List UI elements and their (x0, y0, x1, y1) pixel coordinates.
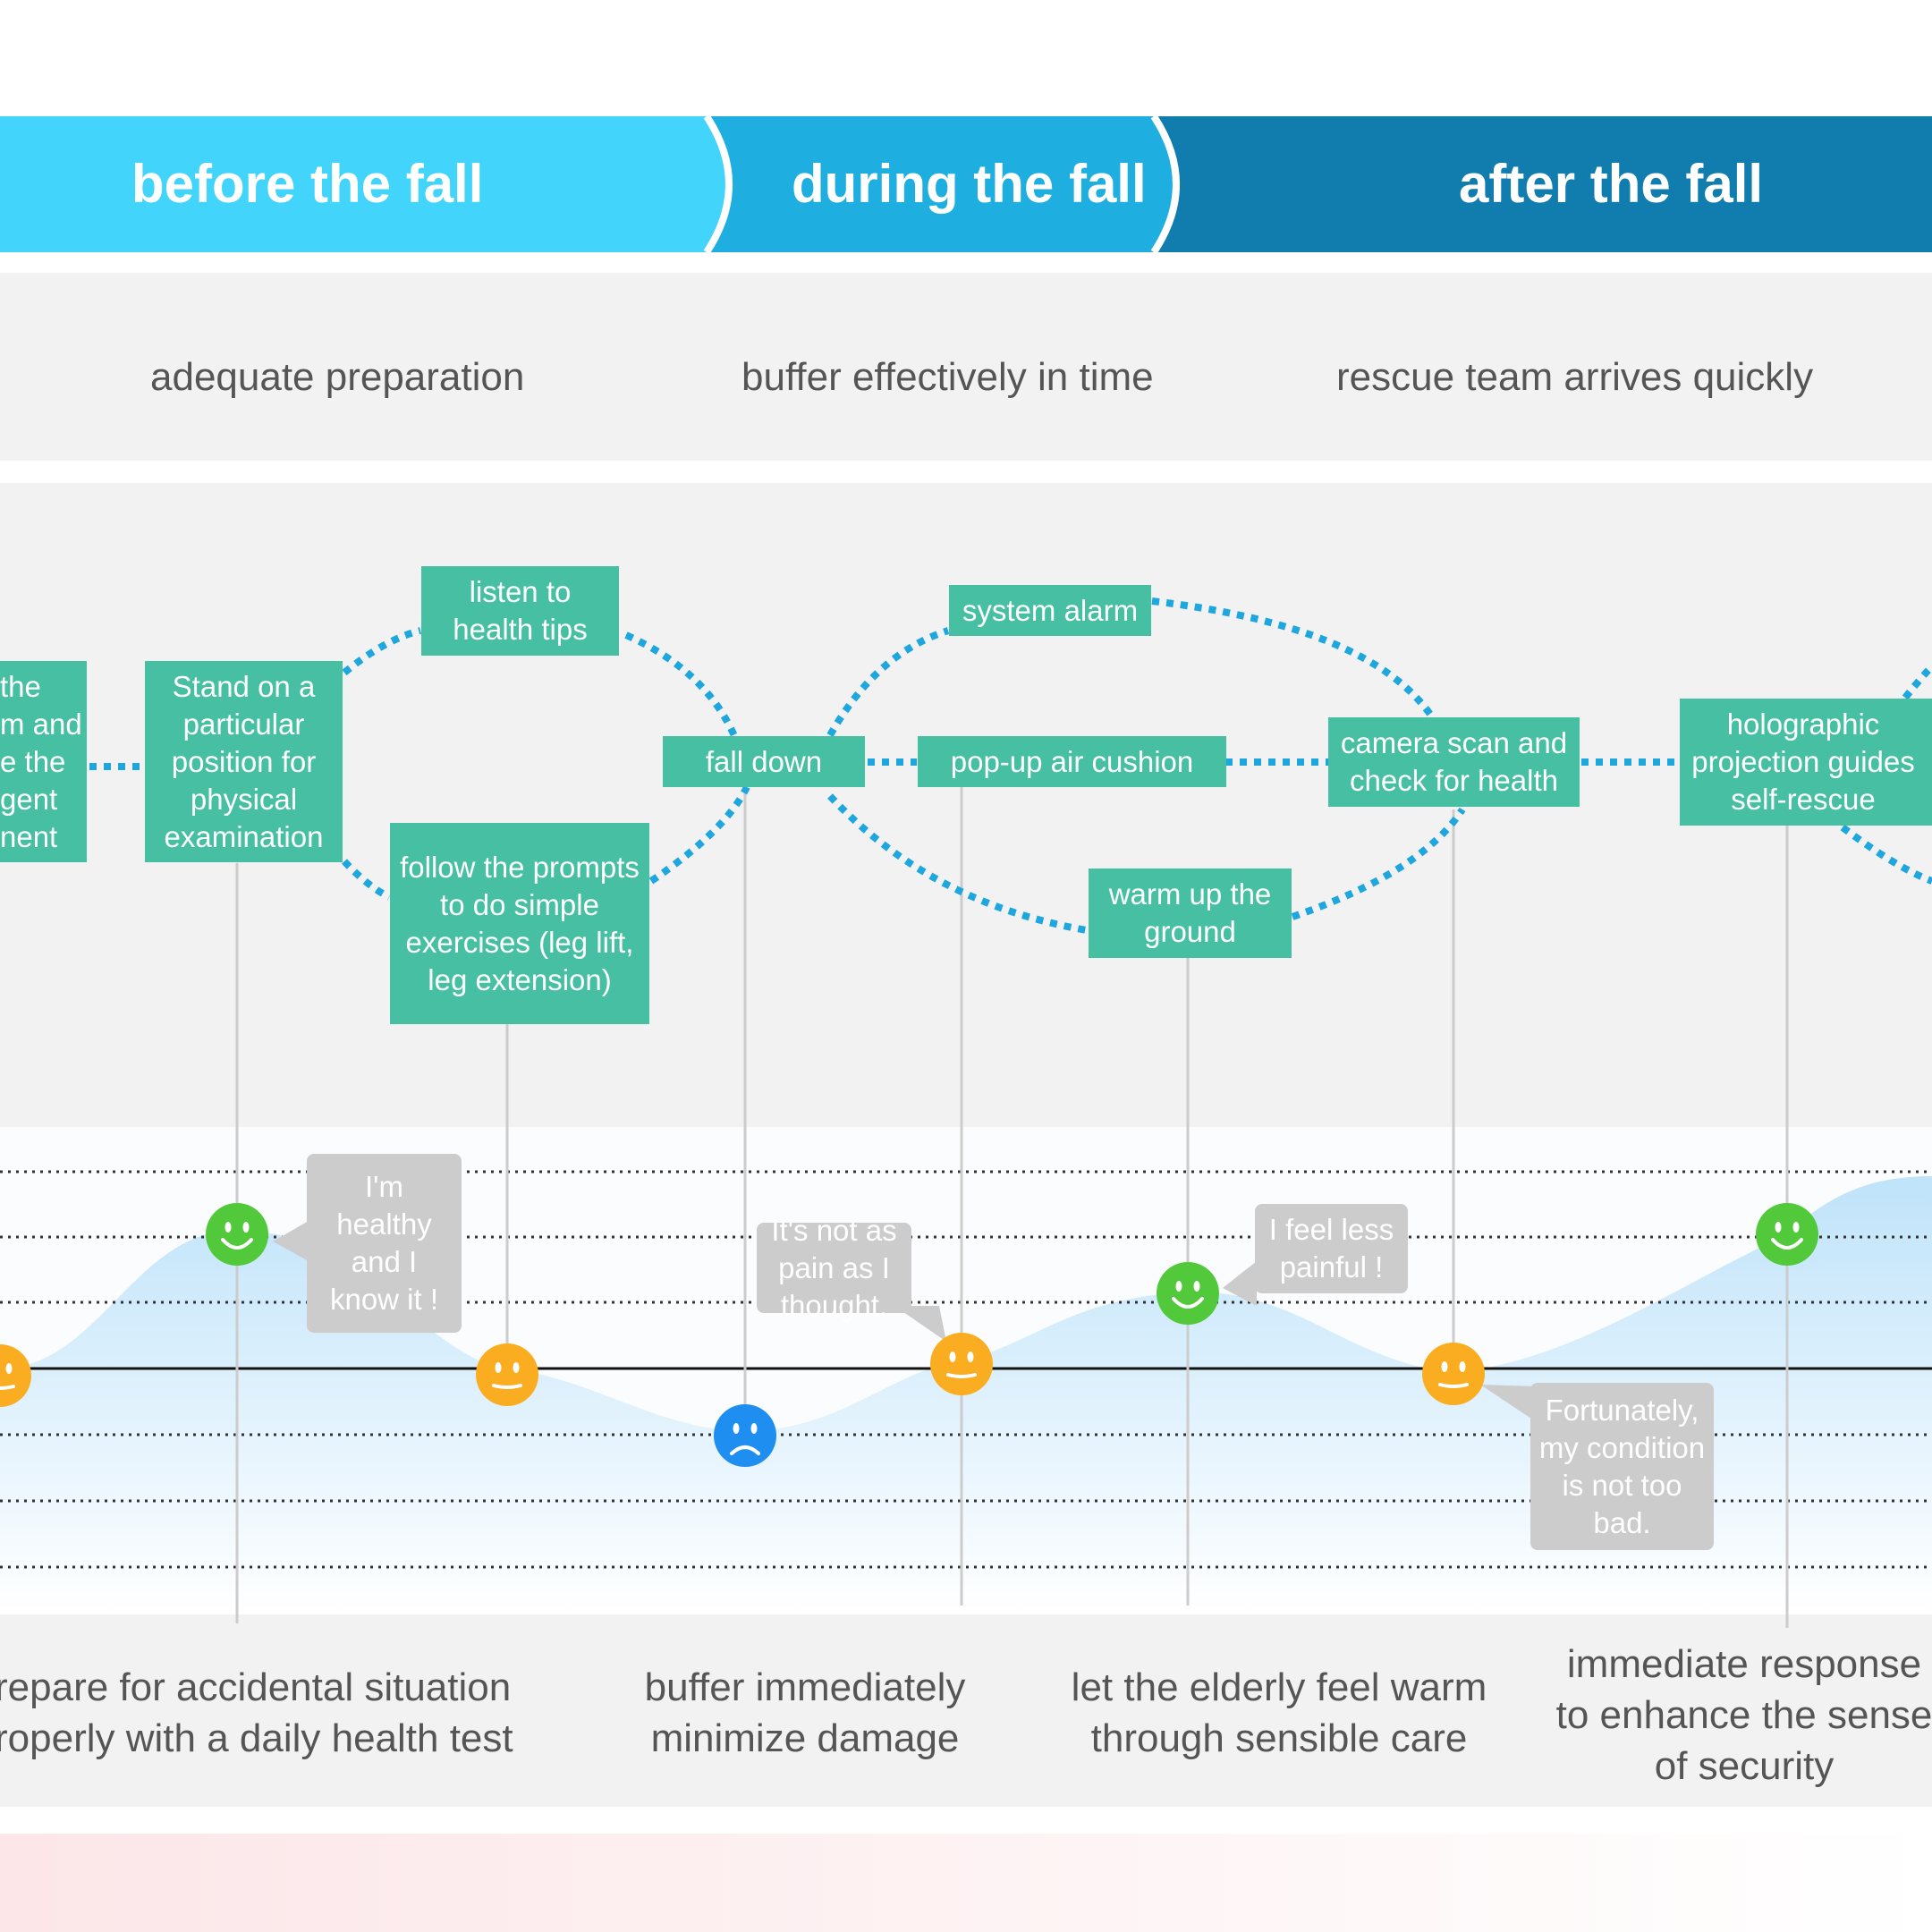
goal-after: rescue team arrives quickly (1336, 355, 1814, 399)
outcome-security: immediate response to enhance the sense … (1555, 1642, 1932, 1788)
node-system-alarm: system alarm (949, 585, 1151, 636)
phase-header: before the fall during the fall after th… (0, 116, 1932, 252)
node-stand: Stand on a particular position for physi… (145, 661, 343, 862)
emotion-face-happy-icon (1157, 1262, 1219, 1325)
bubble-healthy: I'm healthy and I know it ! (307, 1154, 462, 1333)
phase-during-shape (707, 116, 1176, 252)
goal-before: adequate preparation (150, 355, 525, 399)
emotion-face-happy-icon (206, 1203, 268, 1266)
emotion-face-neutral-icon (0, 1344, 31, 1407)
phase-during-label: during the fall (792, 154, 1147, 214)
goals-band (0, 273, 1932, 461)
node-listen: listen to health tips (421, 566, 619, 656)
node-fall-down: fall down (663, 736, 865, 787)
node-warm-ground: warm up the ground (1089, 869, 1292, 958)
node-follow: follow the prompts to do simple exercise… (390, 823, 649, 1024)
emotion-face-sad-icon (714, 1404, 776, 1467)
outcome-during: buffer immediately minimize damage (644, 1665, 966, 1760)
emotion-face-neutral-icon (930, 1333, 993, 1395)
emotion-area (0, 1176, 1932, 1614)
flow-curves (89, 597, 1932, 934)
bottom-strip (0, 1834, 1932, 1932)
goal-during: buffer effectively in time (741, 355, 1154, 399)
node-air-cushion: pop-up air cushion (918, 736, 1226, 787)
bubble-tails (273, 1221, 1537, 1422)
node-camera-scan: camera scan and check for health (1328, 717, 1580, 807)
outcome-band (0, 1614, 1932, 1807)
bubble-fortunately: Fortunately, my condition is not too bad… (1530, 1383, 1714, 1550)
bubble-not-as-pain: It's not as pain as I thought. (757, 1214, 911, 1322)
emotion-face-neutral-icon (1422, 1343, 1485, 1405)
node-holographic: holographic projection guides self-rescu… (1680, 699, 1932, 826)
bubble-less-painful: I feel less painful ! (1255, 1204, 1408, 1293)
emotion-face-neutral-icon (476, 1343, 538, 1406)
phase-after-shape (1154, 116, 1932, 252)
outcome-care: let the elderly feel warm through sensib… (1071, 1665, 1487, 1760)
emotion-face-happy-icon (1756, 1203, 1818, 1266)
outcome-before: repare for accidental situation roperly … (0, 1665, 513, 1760)
phase-before-label: before the fall (131, 154, 484, 214)
phase-after-label: after the fall (1459, 154, 1764, 214)
phase-before-shape (0, 116, 729, 252)
phase-arrows (0, 116, 1932, 252)
node-cut-left: the m and e the gent nent (0, 661, 87, 862)
